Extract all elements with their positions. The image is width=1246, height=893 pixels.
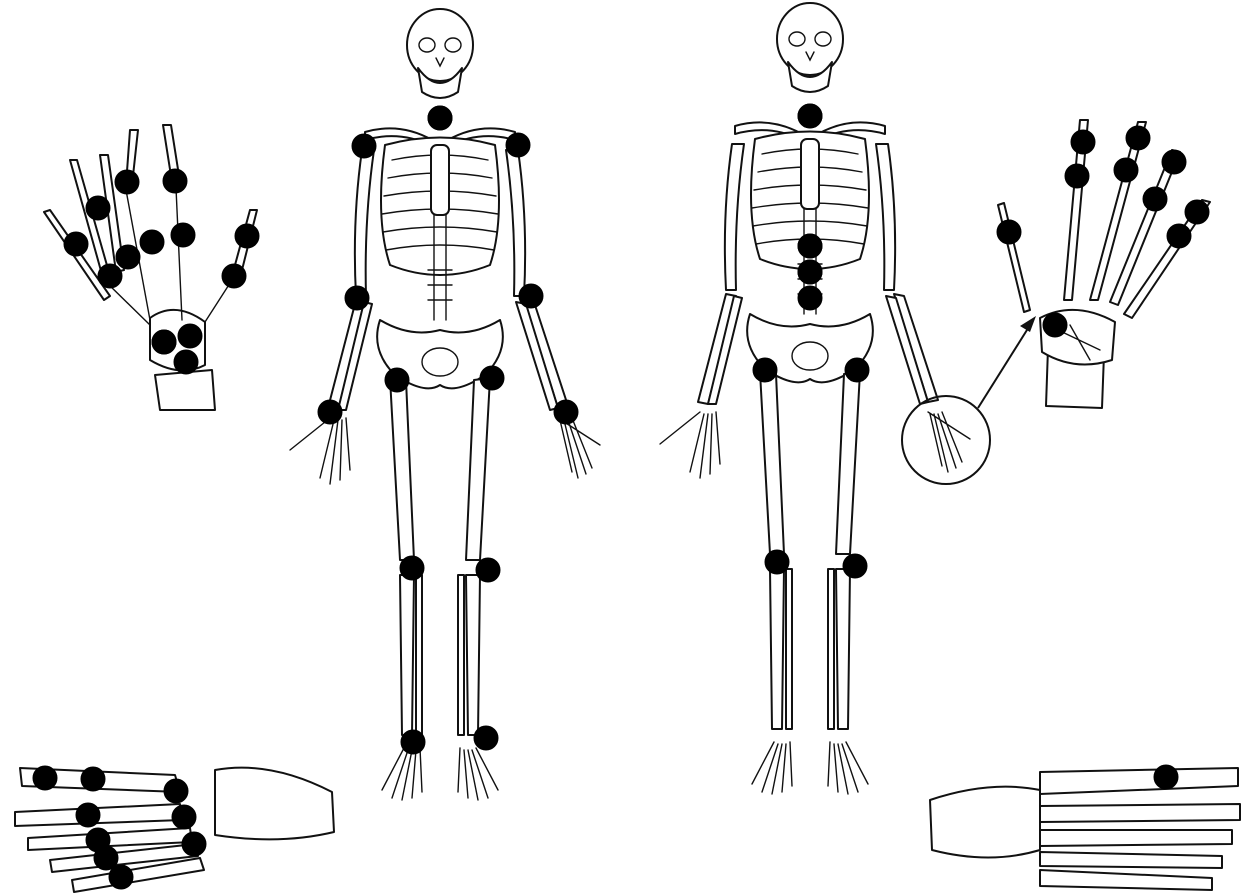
right-hand-joint-marker: [1143, 187, 1167, 211]
left-skeleton-joint-marker: [428, 106, 452, 130]
joint-markers: [33, 104, 1209, 889]
left-hand-joint-marker: [178, 324, 202, 348]
left-hand-joint-marker: [98, 264, 122, 288]
left-skeleton-joint-marker: [474, 726, 498, 750]
left-skeleton-joint-marker: [345, 286, 369, 310]
left-foot-joint-marker: [182, 832, 206, 856]
left-foot-joint-marker: [164, 779, 188, 803]
left-skeleton-joint-marker: [401, 730, 425, 754]
left-hand-joint-marker: [163, 169, 187, 193]
right-hand-joint-marker: [1162, 150, 1186, 174]
left-foot-joint-marker: [81, 767, 105, 791]
right-skeleton-joint-marker: [798, 286, 822, 310]
left-hand-joint-marker: [116, 245, 140, 269]
left-hand-joint-marker: [174, 350, 198, 374]
left-foot-joint-marker: [172, 805, 196, 829]
left-hand-joint-marker: [86, 196, 110, 220]
left-skeleton-joint-marker: [318, 400, 342, 424]
left-hand-joint-marker: [152, 330, 176, 354]
right-hand-joint-marker: [1114, 158, 1138, 182]
left-hand-joint-marker: [115, 170, 139, 194]
right-hand-joint-marker: [997, 220, 1021, 244]
left-hand-joint-marker: [222, 264, 246, 288]
right-hand-joint-marker: [1071, 130, 1095, 154]
right-skeleton-joint-marker: [765, 550, 789, 574]
right-skeleton-joint-marker: [843, 554, 867, 578]
right-skeleton-joint-marker: [798, 234, 822, 258]
right-hand-joint-marker: [1065, 164, 1089, 188]
right-skeleton-joint-marker: [753, 358, 777, 382]
left-skeleton-joint-marker: [480, 366, 504, 390]
right-hand-joint-marker: [1167, 224, 1191, 248]
right-skeleton-joint-marker: [845, 358, 869, 382]
right-skeleton-joint-marker: [798, 260, 822, 284]
left-skeleton-joint-marker: [506, 133, 530, 157]
left-skeleton-joint-marker: [519, 284, 543, 308]
left-hand-joint-marker: [235, 224, 259, 248]
left-skeleton-joint-marker: [352, 134, 376, 158]
left-skeleton-joint-marker: [554, 400, 578, 424]
left-hand-joint-marker: [171, 223, 195, 247]
left-skeleton-joint-marker: [385, 368, 409, 392]
left-skeleton-joint-marker: [476, 558, 500, 582]
arrow-head-icon: [1020, 316, 1036, 332]
left-hand-joint-marker: [64, 232, 88, 256]
right-foot-joint-marker: [1154, 765, 1178, 789]
right-skeleton-joint-marker: [798, 104, 822, 128]
left-hand-joint-marker: [140, 230, 164, 254]
right-hand-joint-marker: [1043, 313, 1067, 337]
left-foot-joint-marker: [33, 766, 57, 790]
left-skeleton-joint-marker: [400, 556, 424, 580]
right-hand-joint-marker: [1185, 200, 1209, 224]
right-hand-joint-marker: [1126, 126, 1150, 150]
pointer-arrow: [978, 322, 1032, 408]
left-foot-joint-marker: [76, 803, 100, 827]
foot-right: [930, 768, 1240, 890]
left-foot-joint-marker: [109, 865, 133, 889]
